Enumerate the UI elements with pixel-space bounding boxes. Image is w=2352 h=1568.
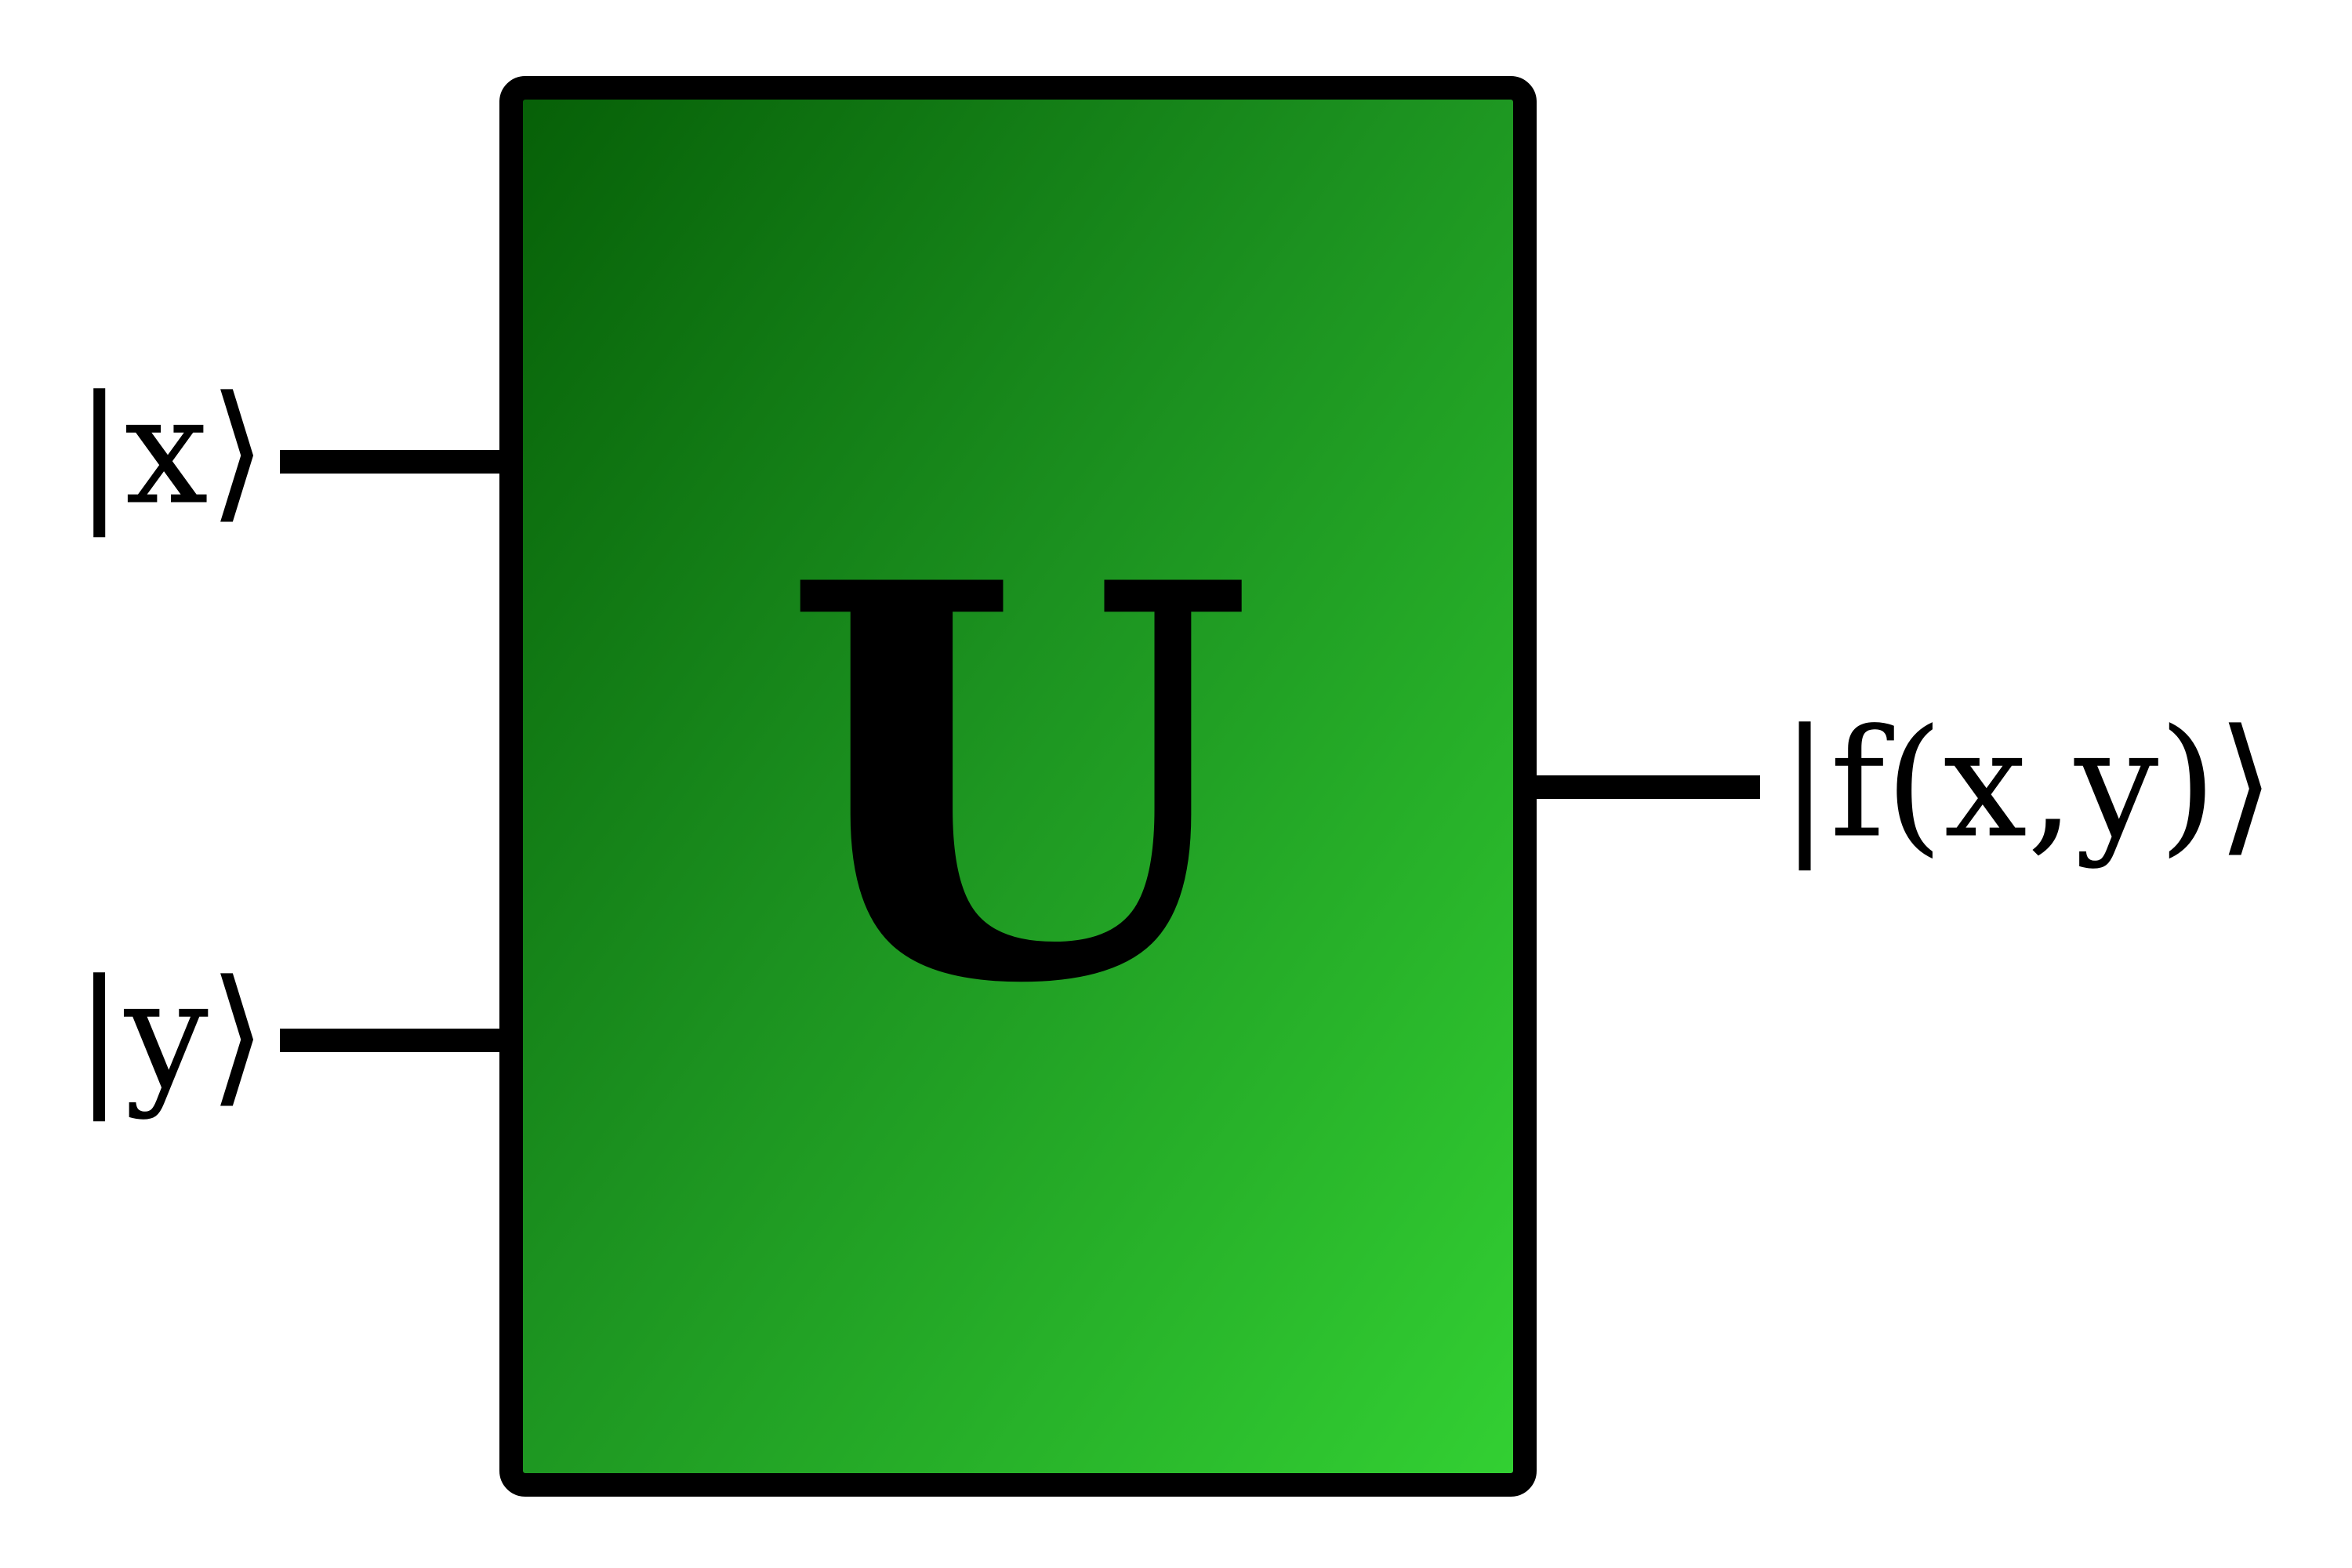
gate-label: U [782, 466, 1254, 1102]
input-label-y: |y⟩ [74, 949, 267, 1122]
unitary-gate-box [499, 76, 1537, 1497]
output-label: |f(x,y)⟩ [1780, 698, 2275, 871]
input-label-x: |x⟩ [74, 365, 267, 538]
